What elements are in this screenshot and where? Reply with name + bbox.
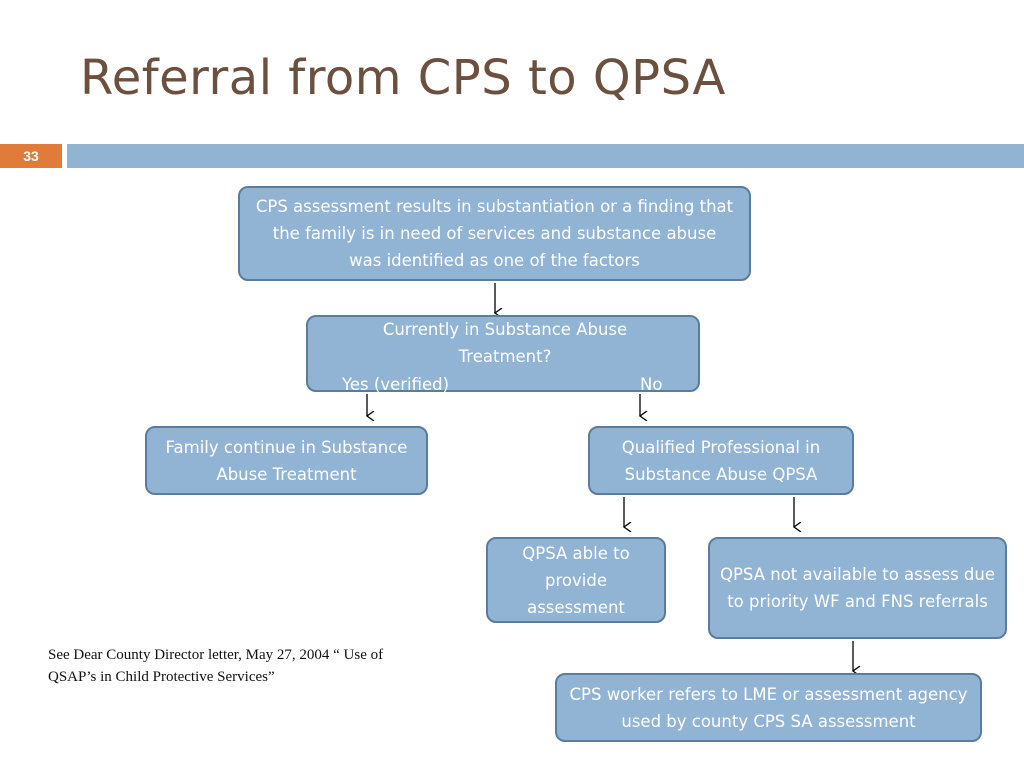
family-continue-text: Family continue in Substance Abuse Treat…	[165, 437, 408, 484]
qpsa-able-text: QPSA able to provide assessment	[522, 543, 630, 617]
qpsa-not-available-box: QPSA not available to assess due to prio…	[708, 537, 1007, 639]
footnote-line-1: See Dear County Director letter, May 27,…	[48, 647, 384, 663]
current-treatment-box: Currently in Substance Abuse Treatment? …	[306, 315, 700, 394]
cps-assessment-text: CPS assessment results in substantiation…	[255, 197, 734, 270]
family-continue-box: Family continue in Substance Abuse Treat…	[145, 426, 428, 495]
slide-title: Referral from CPS to QPSA	[80, 50, 726, 106]
qpsa-not-available-text: QPSA not available to assess due to prio…	[719, 565, 996, 611]
footnote: See Dear County Director letter, May 27,…	[48, 644, 428, 688]
qualified-professional-text: Qualified Professional in Substance Abus…	[621, 437, 821, 484]
cps-worker-refers-box: CPS worker refers to LME or assessment a…	[555, 673, 982, 742]
cps-worker-refers-text: CPS worker refers to LME or assessment a…	[569, 684, 968, 731]
no-branch-label: No	[640, 375, 663, 394]
slide-number: 33	[0, 144, 62, 168]
cps-assessment-box: CPS assessment results in substantiation…	[238, 186, 751, 281]
qpsa-able-box: QPSA able to provide assessment	[486, 537, 666, 623]
title-divider-bar	[67, 144, 1024, 168]
current-treatment-question: Currently in Substance Abuse Treatment?	[382, 320, 628, 366]
footnote-line-2: QSAP’s in Child Protective Services”	[48, 669, 275, 685]
yes-branch-label: Yes (verified)	[342, 375, 450, 394]
qualified-professional-box: Qualified Professional in Substance Abus…	[588, 426, 854, 495]
